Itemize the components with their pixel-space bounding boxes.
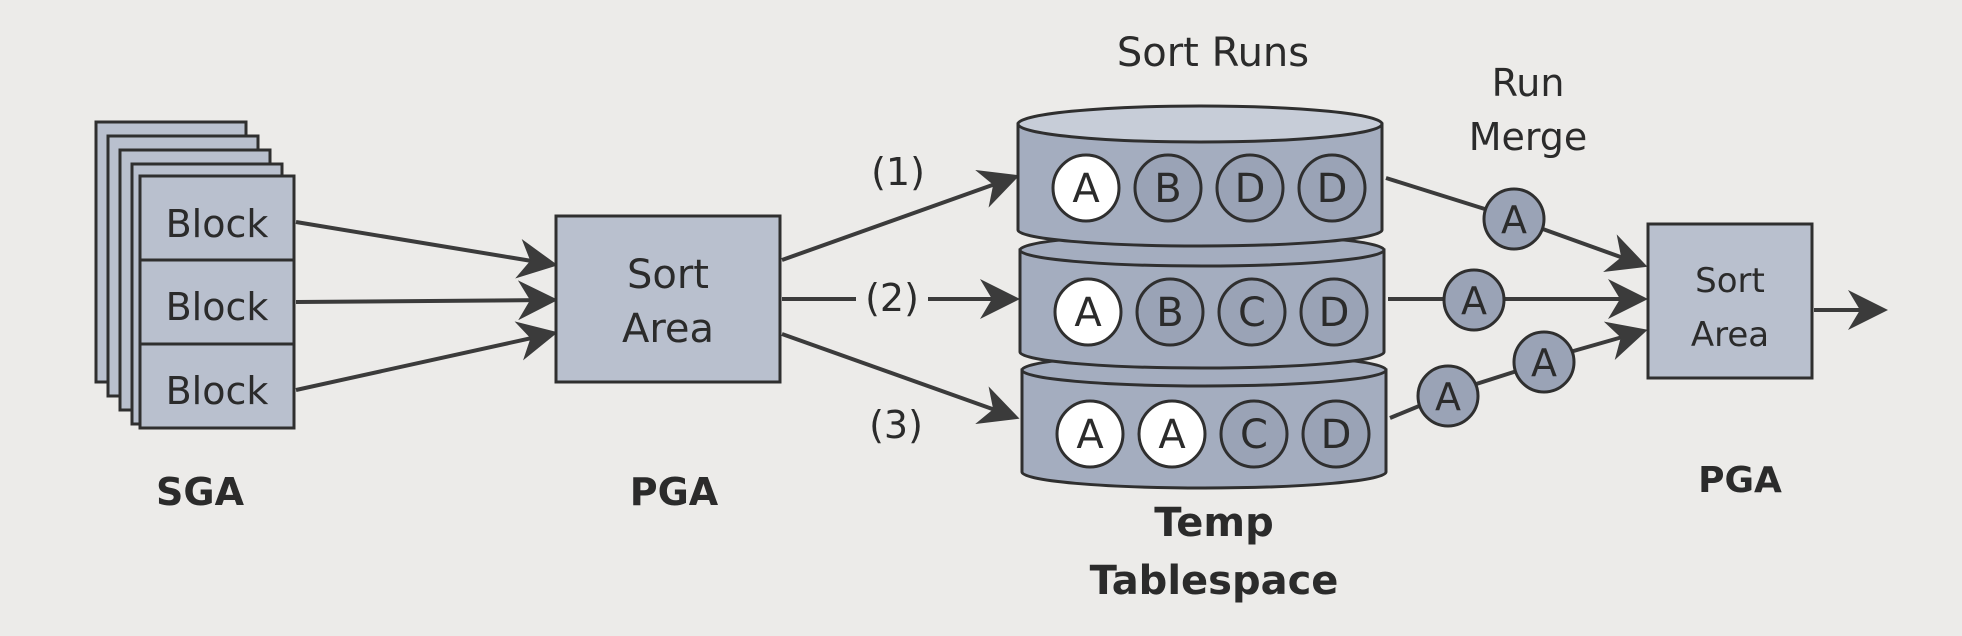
merge-ball-run3-first: A — [1416, 364, 1480, 428]
arrow-block2-to-sort-area — [295, 280, 558, 321]
run-1-ball-4-letter: D — [1317, 166, 1348, 212]
arrow-block1-to-sort-area — [295, 220, 558, 279]
arrow-path-3 — [781, 332, 1020, 425]
pga-right-box-line2: Area — [1691, 315, 1769, 355]
sga-block-1-label: Block — [166, 202, 269, 246]
merge-arrow-run3-b — [1469, 368, 1521, 388]
pga-left-box-line2: Area — [622, 306, 714, 352]
path-label-1: (1) — [871, 150, 925, 194]
pga-sort-area-left — [554, 214, 782, 384]
run-3-ball-2 — [1137, 399, 1207, 469]
sga-block-3 — [138, 342, 296, 430]
pga-left-label: PGA — [630, 470, 719, 514]
arrow-block3-to-sort-area — [295, 321, 558, 392]
run-3-ball-1 — [1055, 399, 1125, 469]
temp-tablespace-label-line1: Temp — [1154, 500, 1273, 546]
run-1-ball-4 — [1297, 153, 1367, 223]
merge-ball-run2: A — [1442, 268, 1506, 332]
sga-block-3-label: Block — [166, 369, 269, 413]
run-3-ball-2-letter: A — [1158, 412, 1186, 458]
merge-ball-run3-second: A — [1512, 330, 1576, 394]
run-3-ball-1-letter: A — [1076, 412, 1104, 458]
run-1-ball-3-letter: D — [1235, 166, 1266, 212]
sga-block-2-label: Block — [166, 285, 269, 329]
arrow-path-1 — [781, 169, 1020, 262]
merge-ball-run3-second-letter: A — [1531, 341, 1557, 385]
merge-ball-run1-letter: A — [1501, 198, 1527, 242]
sga-block-2 — [138, 258, 296, 346]
pga-right-box-line1: Sort — [1695, 261, 1765, 301]
run-1-ball-2 — [1133, 153, 1203, 223]
run-1-ball-1-letter: A — [1072, 166, 1100, 212]
run-1-ball-3 — [1215, 153, 1285, 223]
merge-arrow-run1-b — [1539, 226, 1648, 272]
sga-label: SGA — [156, 470, 245, 514]
run-3-ball-3-letter: C — [1240, 412, 1268, 458]
run-merge-label-line1: Run — [1492, 61, 1565, 105]
run-2-ball-4-letter: D — [1319, 290, 1350, 336]
run-2-ball-3-letter: C — [1238, 290, 1266, 336]
run-1-ball-2-letter: B — [1154, 166, 1181, 212]
merge-ball-run1: A — [1482, 187, 1546, 251]
run-2-ball-3 — [1217, 277, 1287, 347]
pga-left-box-line1: Sort — [627, 252, 709, 298]
path-label-3: (3) — [869, 403, 923, 447]
run-1-ball-1 — [1051, 153, 1121, 223]
run-2-ball-2-letter: B — [1156, 290, 1183, 336]
run-2-ball-4 — [1299, 277, 1369, 347]
merge-arrow-run1-a — [1385, 176, 1489, 212]
merge-ball-run2-letter: A — [1461, 279, 1487, 323]
run-2-ball-2 — [1135, 277, 1205, 347]
sort-runs-title: Sort Runs — [1117, 30, 1309, 76]
pga-right-label: PGA — [1698, 460, 1782, 501]
pga-sort-area-right — [1646, 222, 1814, 380]
run-3-ball-4 — [1301, 399, 1371, 469]
sort-run-balls: A B D D A B C D A A C D — [1051, 153, 1371, 469]
merge-arrow-run3-c — [1569, 321, 1648, 361]
path-label-2: (2) — [865, 276, 919, 320]
temp-tablespace-label-line2: Tablespace — [1090, 558, 1339, 604]
run-2-ball-1 — [1053, 277, 1123, 347]
sga-block-stack: Block Block Block — [94, 120, 296, 430]
run-merge-label-line2: Merge — [1469, 115, 1588, 159]
merge-ball-run3-first-letter: A — [1435, 375, 1461, 419]
run-2-ball-1-letter: A — [1074, 290, 1102, 336]
run-3-ball-4-letter: D — [1321, 412, 1352, 458]
run-3-ball-3 — [1219, 399, 1289, 469]
